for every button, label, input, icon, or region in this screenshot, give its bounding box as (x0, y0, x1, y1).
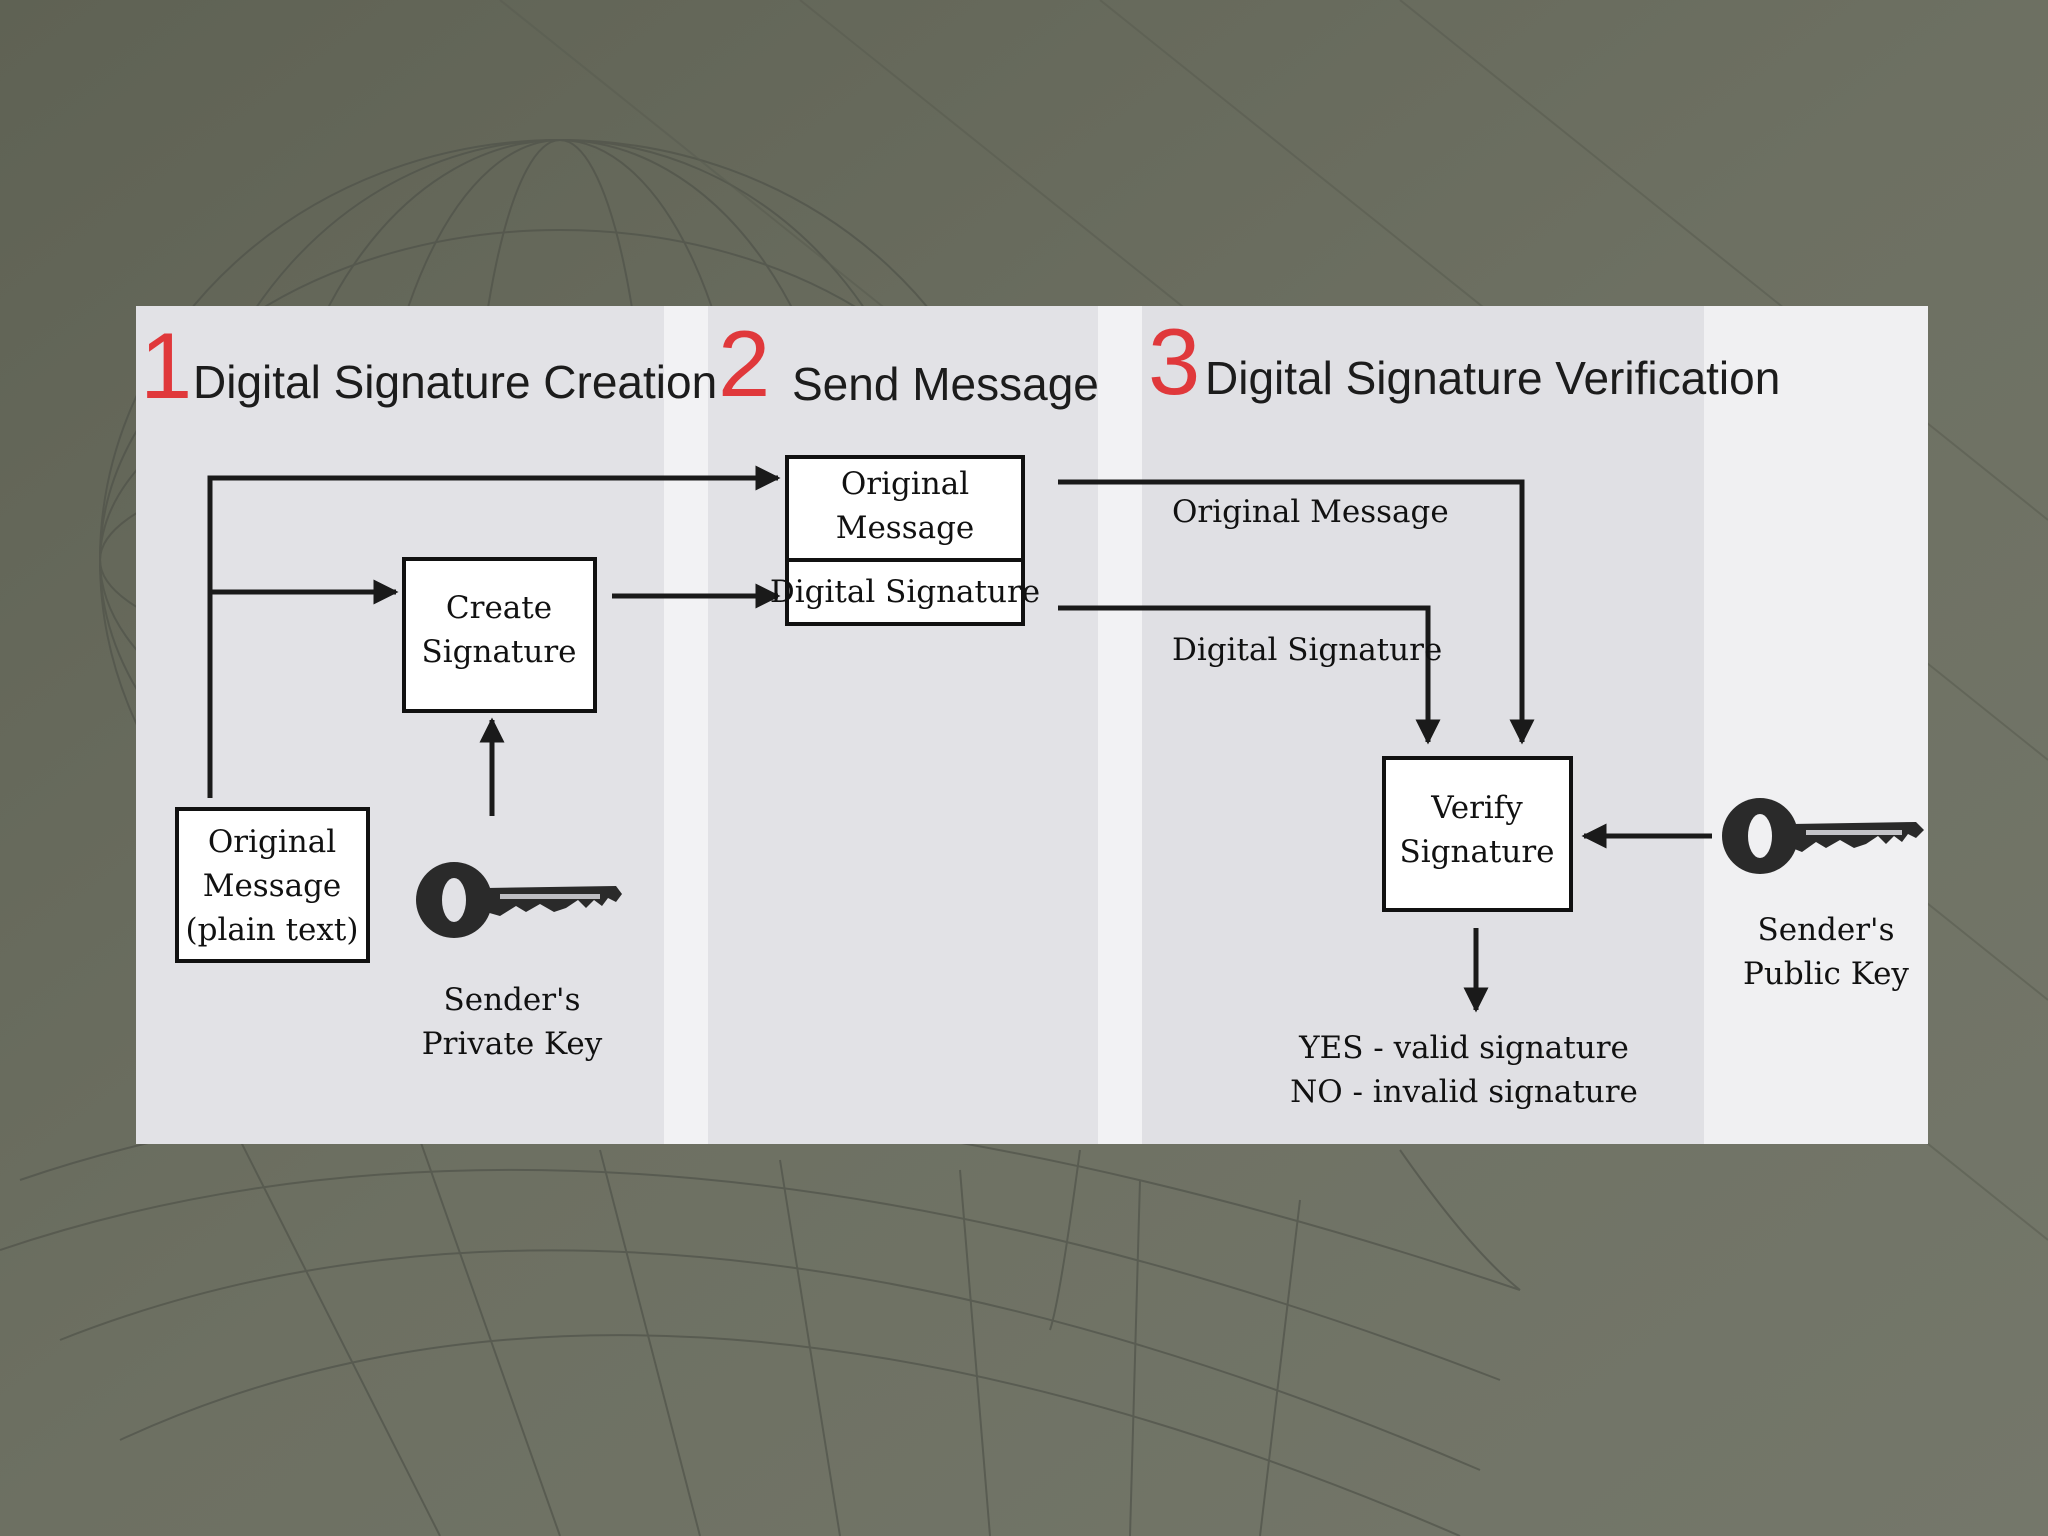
create-signature-line-1: Create (446, 590, 552, 626)
verification-original-message-label: Original Message (1172, 494, 1449, 530)
private-key-icon (416, 862, 622, 938)
sent-original-message-line-2: Message (836, 510, 975, 546)
result-valid-label: YES - valid signature (1298, 1030, 1629, 1066)
arrow-message-to-verify (1058, 479, 1535, 745)
flow-lines-verification (1058, 479, 1712, 1013)
sent-original-message-line-1: Original (841, 466, 969, 502)
section-3-header: 3 Digital Signature Verification (1148, 309, 1780, 414)
section-1-header: 1 Digital Signature Creation (140, 313, 717, 418)
verify-signature-line-1: Verify (1430, 790, 1523, 826)
section-2-header: 2 Send Message (718, 311, 1099, 416)
sent-digital-signature-label: Digital Signature (770, 574, 1040, 610)
diagram-panel (136, 306, 1928, 1144)
private-key-label-line-2: Private Key (422, 1026, 603, 1062)
sent-signature-box: Digital Signature (770, 558, 1040, 626)
verify-signature-box: Verify Signature (1382, 756, 1573, 912)
section-1-number: 1 (140, 313, 192, 418)
original-message-line-2: Message (203, 868, 342, 904)
public-key-icon (1722, 798, 1924, 874)
sent-message-box: Original Message (785, 455, 1025, 562)
arrow-message-to-send (207, 465, 781, 798)
section-1-title: Digital Signature Creation (193, 356, 717, 408)
section-3-number: 3 (1148, 309, 1200, 414)
public-key-label-line-2: Public Key (1743, 956, 1909, 992)
create-signature-box: Create Signature (402, 557, 597, 713)
section-2-title: Send Message (792, 358, 1099, 410)
section-3-title: Digital Signature Verification (1205, 352, 1780, 404)
verification-digital-signature-label: Digital Signature (1172, 632, 1442, 668)
section-2-number: 2 (718, 311, 770, 416)
flow-lines-creation (207, 465, 781, 816)
original-message-line-3: (plain text) (186, 912, 359, 948)
original-message-plaintext-box: Original Message (plain text) (175, 807, 370, 963)
public-key-label-line-1: Sender's (1758, 912, 1895, 948)
arrow-signature-to-verify (1058, 605, 1441, 745)
original-message-line-1: Original (208, 824, 336, 860)
verify-signature-line-2: Signature (1399, 834, 1554, 870)
create-signature-line-2: Signature (421, 634, 576, 670)
private-key-label-line-1: Sender's (444, 982, 581, 1018)
result-invalid-label: NO - invalid signature (1290, 1074, 1638, 1110)
